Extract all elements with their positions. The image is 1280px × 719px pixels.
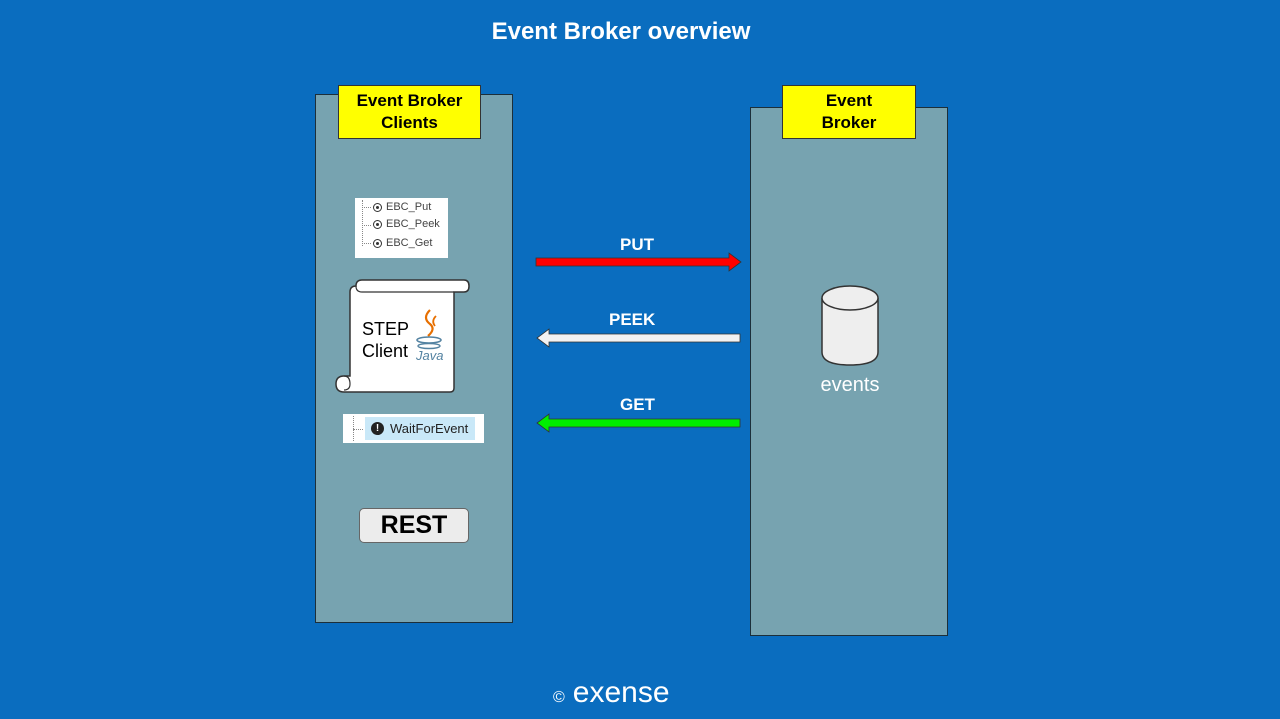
radio-icon — [373, 238, 382, 248]
tree-branch — [353, 429, 363, 430]
copyright-symbol: © — [553, 689, 565, 706]
events-store-label: events — [820, 374, 880, 396]
broker-header-line1: Event — [825, 91, 873, 110]
exclamation-icon: ! — [371, 422, 384, 435]
scroll-shape — [335, 279, 470, 393]
broker-header: Event Broker — [782, 85, 916, 139]
tree-line — [353, 416, 354, 441]
get-arrow-label: GET — [620, 395, 655, 414]
footer-brand: © exense — [553, 676, 670, 710]
put-arrow — [535, 252, 742, 272]
tree-branch — [362, 225, 371, 226]
database-cylinder-icon — [821, 285, 879, 366]
clients-header: Event Broker Clients — [338, 85, 481, 139]
tree-item-ebc-peek[interactable]: EBC_Peek — [373, 218, 440, 230]
java-logo-icon: Java — [415, 309, 443, 363]
tree-item-label: EBC_Put — [386, 201, 432, 213]
wait-for-event-node: ! WaitForEvent — [343, 414, 484, 443]
peek-arrow — [536, 328, 741, 348]
brand-name: exense — [572, 676, 670, 709]
broker-panel — [750, 107, 948, 636]
tree-line — [362, 200, 363, 246]
radio-icon — [373, 219, 382, 229]
step-client-label: STEP Client — [362, 318, 409, 362]
put-arrow-label: PUT — [620, 235, 654, 254]
peek-arrow-label: PEEK — [609, 310, 656, 329]
wait-for-event-item[interactable]: ! WaitForEvent — [365, 417, 475, 440]
broker-header-line2: Broker — [821, 113, 877, 132]
tree-item-label: EBC_Peek — [386, 218, 440, 230]
step-client-line2: Client — [362, 341, 409, 361]
tree-branch — [362, 207, 371, 208]
radio-icon — [373, 202, 382, 212]
rest-button[interactable]: REST — [359, 508, 469, 543]
tree-branch — [362, 243, 371, 244]
wait-for-event-label: WaitForEvent — [390, 421, 469, 436]
keyword-tree: EBC_Put EBC_Peek EBC_Get — [355, 198, 448, 258]
java-logo-text: Java — [415, 348, 443, 363]
tree-item-label: EBC_Get — [386, 237, 433, 249]
diagram-title: Event Broker overview — [491, 18, 751, 45]
clients-header-line2: Clients — [381, 113, 438, 132]
tree-item-ebc-put[interactable]: EBC_Put — [373, 201, 431, 213]
step-client-line1: STEP — [362, 319, 410, 339]
tree-item-ebc-get[interactable]: EBC_Get — [373, 237, 432, 249]
get-arrow — [536, 413, 741, 433]
clients-header-line1: Event Broker — [356, 91, 463, 110]
